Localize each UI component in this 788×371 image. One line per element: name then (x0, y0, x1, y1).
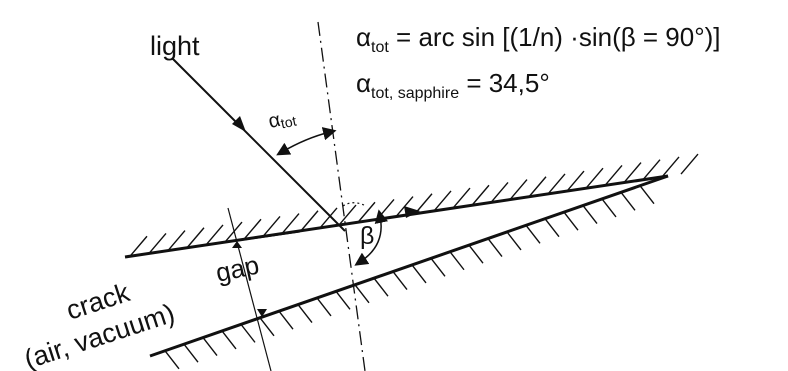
gap-arrow-lower (257, 309, 267, 317)
hatch-mark (205, 224, 224, 246)
hatch-mark (566, 170, 585, 192)
hatch-mark (528, 176, 547, 198)
incident-ray-arrowhead (232, 116, 246, 132)
hatch-mark (167, 230, 186, 252)
hatch-mark (221, 330, 237, 350)
hatch-mark (129, 235, 148, 257)
beta-angle-arc (354, 209, 388, 266)
equation-critical-angle: αtot = arc sin [(1/n) ·sin(β = 90°)] (356, 22, 721, 56)
hatch-mark (471, 184, 490, 206)
hatch-mark (148, 232, 167, 254)
equation-sapphire-angle: αtot, sapphire = 34,5° (356, 68, 550, 102)
hatch-mark (490, 181, 509, 203)
hatch-mark (582, 205, 598, 224)
hatch-mark (243, 218, 262, 240)
hatch-mark (164, 350, 180, 370)
lower-crack-surface (149, 174, 669, 358)
hatch-mark (623, 162, 642, 184)
incident-light-ray (171, 57, 346, 232)
hatch-mark (506, 231, 522, 251)
hatch-mark (604, 164, 623, 186)
hatch-mark (411, 264, 427, 284)
hatch-mark (449, 251, 465, 271)
hatch-mark (319, 207, 338, 229)
hatch-mark (680, 153, 699, 175)
hatch-mark (297, 304, 313, 324)
hatch-mark (563, 211, 579, 231)
hatch-mark (487, 238, 503, 257)
hatch-mark (430, 257, 446, 277)
beta-angle-label: β (360, 222, 374, 250)
hatch-mark (373, 277, 389, 297)
gap-extension-lower (261, 293, 331, 318)
hatch-mark (585, 167, 604, 189)
hatch-mark (354, 284, 370, 304)
hatch-mark (661, 156, 680, 178)
hatch-mark (183, 343, 199, 363)
gap-extension-upper (236, 231, 301, 242)
gap-label: gap (213, 250, 262, 288)
hatch-mark (509, 179, 528, 201)
hatch-mark (300, 210, 319, 232)
hatch-mark (240, 323, 256, 343)
hatch-mark (452, 187, 471, 209)
hatch-mark (259, 317, 275, 337)
hatch-mark (224, 221, 243, 243)
alpha-tot-angle-arc (276, 127, 337, 156)
hatch-mark (281, 213, 300, 235)
hatch-mark (202, 337, 218, 357)
hatch-mark (547, 173, 566, 195)
hatch-mark (544, 218, 560, 238)
light-label: light (150, 31, 200, 61)
gap-arrow-upper (232, 241, 242, 248)
hatch-mark (316, 297, 332, 317)
hatch-mark (639, 185, 655, 205)
reflected-ray-arrowhead (404, 206, 420, 218)
hatch-mark (468, 244, 484, 264)
hatch-mark (392, 271, 408, 290)
surface-normal-line (317, 21, 366, 371)
right-angle-arc (342, 202, 365, 207)
alpha-tot-angle-label: αtot (266, 106, 297, 134)
hatch-mark (186, 227, 205, 249)
lower-surface-hatching (164, 185, 655, 370)
upper-surface-hatching (129, 153, 699, 257)
hatch-mark (525, 224, 541, 244)
hatch-mark (642, 159, 661, 181)
hatch-mark (433, 190, 452, 212)
hatch-mark (335, 290, 351, 310)
hatch-mark (601, 198, 617, 218)
gap-dimension-line (227, 207, 272, 371)
hatch-mark (620, 191, 636, 211)
hatch-mark (262, 215, 281, 237)
hatch-mark (278, 310, 294, 330)
hatch-mark (338, 204, 357, 226)
